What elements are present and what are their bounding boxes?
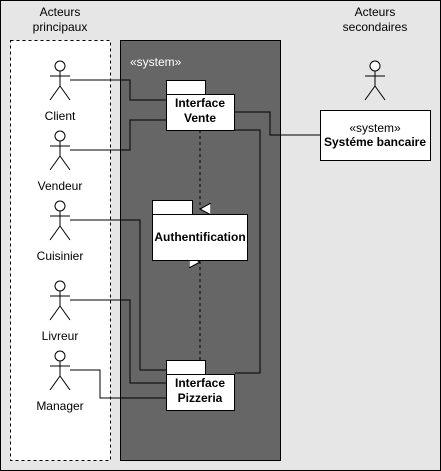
package-tab — [166, 360, 206, 375]
actor-client[interactable] — [49, 60, 71, 101]
actor-leg-right — [59, 155, 71, 171]
actor-cuisinier[interactable] — [49, 200, 71, 241]
package-body — [166, 94, 235, 131]
actor-livreur-label: Livreur — [42, 329, 79, 343]
package-tab — [152, 200, 193, 215]
primary-actors-title-line1: Acteurs — [40, 5, 81, 19]
secondary-actors-title-line1: Acteurs — [355, 5, 396, 19]
connector-cuisinier-pizzeria — [70, 219, 166, 371]
actor-leg-right — [59, 85, 71, 101]
actor-manager[interactable] — [49, 350, 71, 391]
package-body — [166, 374, 235, 411]
connector-vente-pizzeria — [235, 129, 261, 374]
package-auth-label: Authentification — [154, 230, 245, 244]
connectors — [70, 79, 320, 399]
actor-head — [54, 350, 66, 362]
package-interface-pizzeria[interactable]: Interface Pizzeria — [166, 360, 235, 411]
actor-leg-left — [49, 375, 61, 391]
actor-leg-left — [49, 155, 61, 171]
actor-head — [54, 130, 66, 142]
secondary-actors-title-line2: secondaires — [343, 20, 408, 34]
connector-manager-pizzeria — [70, 369, 166, 399]
actor-vendeur-label: Vendeur — [38, 179, 83, 193]
actor-head — [54, 200, 66, 212]
package-authentification[interactable]: Authentification — [152, 200, 248, 261]
actor-head — [369, 60, 381, 72]
actor-head — [54, 280, 66, 292]
package-pizzeria-label-line1: Interface — [175, 376, 225, 390]
external-system-stereotype: «system» — [349, 121, 401, 135]
actor-leg-left — [49, 225, 61, 241]
external-system-bancaire[interactable]: «system» Systéme bancaire — [320, 110, 431, 161]
actor-cuisinier-label: Cuisinier — [37, 249, 84, 263]
actor-leg-left — [364, 85, 376, 101]
actor-secondary[interactable] — [364, 60, 386, 101]
actor-leg-left — [49, 85, 61, 101]
package-body — [152, 214, 248, 261]
primary-actors-frame — [10, 40, 111, 461]
actor-leg-right — [374, 85, 386, 101]
package-vente-label-line2: Vente — [184, 111, 216, 125]
connector-client-vente — [70, 79, 166, 101]
actor-manager-label: Manager — [36, 399, 83, 413]
actor-leg-right — [59, 305, 71, 321]
actor-leg-left — [49, 305, 61, 321]
system-stereotype: «system» — [130, 55, 182, 69]
actor-leg-right — [59, 375, 71, 391]
actor-livreur[interactable] — [49, 280, 71, 321]
actor-client-label: Client — [45, 109, 76, 123]
connector-livreur-pizzeria — [70, 299, 166, 384]
external-system-name: Systéme bancaire — [324, 135, 426, 149]
primary-actors-title-line2: principaux — [33, 20, 88, 34]
actor-leg-right — [59, 225, 71, 241]
external-system-box — [320, 110, 431, 161]
actor-vendeur[interactable] — [49, 130, 71, 171]
package-interface-vente[interactable]: Interface Vente — [166, 80, 235, 131]
connector-vente-bank — [235, 111, 320, 136]
package-pizzeria-label-line2: Pizzeria — [178, 391, 223, 405]
package-tab — [166, 80, 206, 95]
actor-head — [54, 60, 66, 72]
package-vente-label-line1: Interface — [175, 96, 225, 110]
connector-vendeur-vente — [70, 119, 166, 151]
